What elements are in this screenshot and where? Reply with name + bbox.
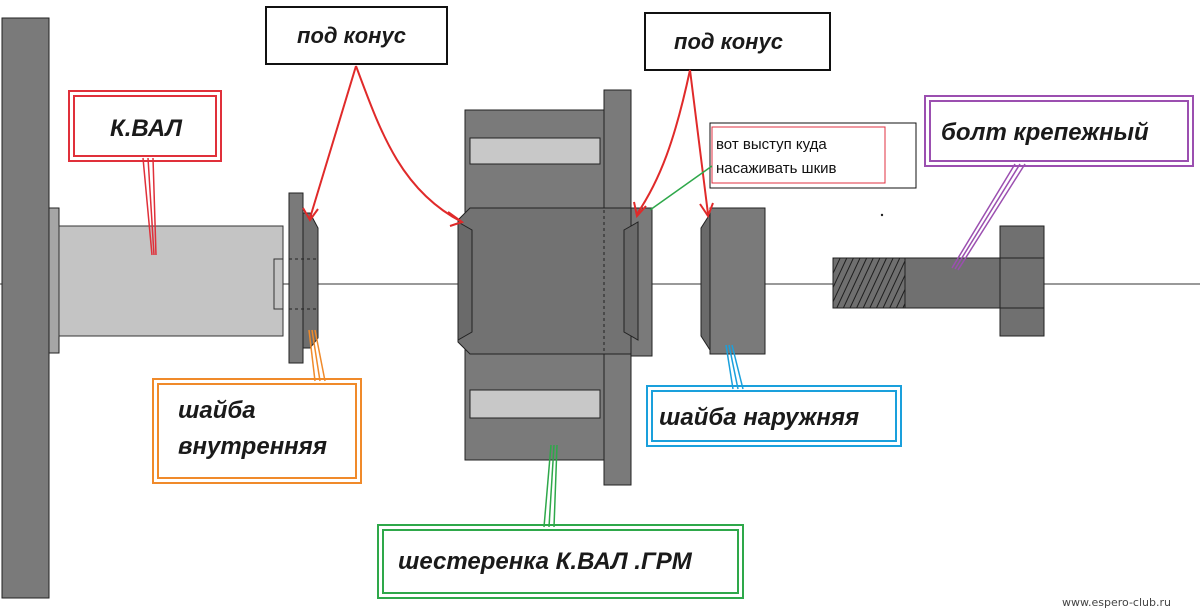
crankshaft-key <box>273 258 284 310</box>
cone-right-label: под конус <box>674 29 783 54</box>
outer-washer-label: шайба наружняя <box>659 404 859 431</box>
inner-washer-label-line2: внутренняя <box>178 433 327 460</box>
outer-washer-pointer <box>725 344 744 390</box>
bolt-pointer <box>951 163 1026 271</box>
inner-washer <box>288 192 319 364</box>
crankshaft-shaft <box>58 225 284 337</box>
cone-right-label-box: под конус <box>644 12 831 71</box>
timing-gear <box>457 89 653 486</box>
crankshaft-pointer <box>142 157 157 256</box>
ledge-note-pointer <box>649 165 713 211</box>
mounting-bolt <box>832 225 1045 337</box>
ledge-note-line2: насаживать шкив <box>716 160 837 177</box>
ledge-note-box: вот выступ куда насаживать шкив <box>709 122 917 189</box>
cone-left-label-box: под конус <box>265 6 448 65</box>
ledge-note-line1: вот выступ куда <box>716 136 827 153</box>
inner-washer-label-line1: шайба <box>178 397 256 424</box>
cone-right-arrows <box>633 69 714 219</box>
engine-block <box>1 17 50 599</box>
bolt-label: болт крепежный <box>941 119 1149 146</box>
crankshaft-label: К.ВАЛ <box>110 115 182 142</box>
gear-pointer <box>543 444 558 528</box>
cone-left-label: под конус <box>297 23 406 48</box>
crankshaft-label-box: К.ВАЛ <box>68 90 222 162</box>
inner-washer-pointer <box>308 329 326 382</box>
outer-washer-label-box: шайба наружняя <box>646 385 902 447</box>
inner-washer-label-box: шайба внутренняя <box>152 378 362 484</box>
outer-washer <box>700 207 766 355</box>
gear-label: шестеренка К.ВАЛ .ГРМ <box>398 548 693 575</box>
site-watermark: www.espero-club.ru <box>1062 596 1171 609</box>
crankshaft-flange <box>48 207 60 354</box>
cone-left-arrows <box>302 65 465 227</box>
bolt-label-box: болт крепежный <box>924 95 1194 167</box>
gear-label-box: шестеренка К.ВАЛ .ГРМ <box>377 524 744 599</box>
